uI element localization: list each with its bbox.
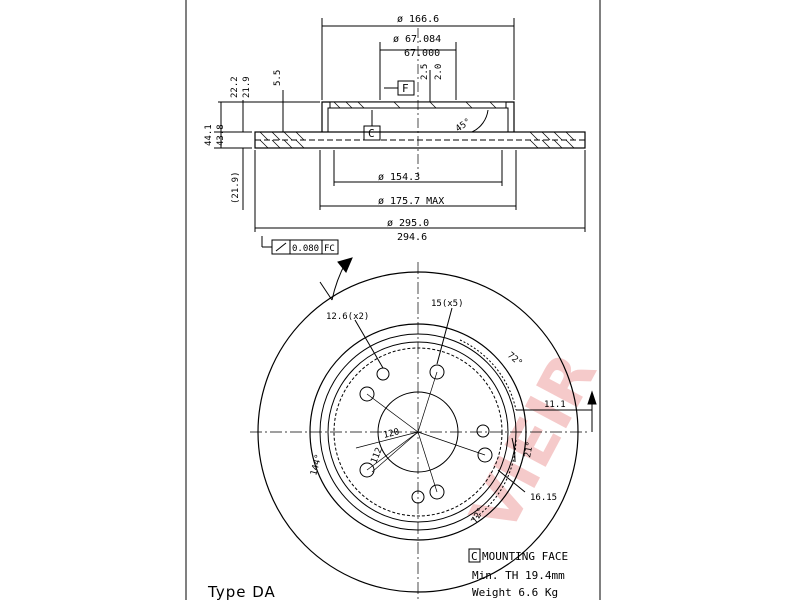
dim-t-43-8: 43.8 [216,124,226,146]
dim-h-21-9: 21.9 [242,76,252,98]
dim-pcd-120: 120 [382,427,400,441]
dim-11-1: 11.1 [544,400,566,410]
dim-angle-72-top: 72° [505,351,524,369]
dim-t-21-9: (21.9) [231,171,241,204]
side-view [214,18,586,255]
datum-f: F [402,82,409,95]
mounting-badge: C [471,550,478,563]
dim-d-154-3: ø 154.3 [378,172,420,183]
dim-144: 144° [309,453,324,477]
type-label: Type DA [207,583,276,600]
dim-d-295-0: ø 295.0 [387,218,429,229]
mounting-face: MOUNTING FACE [482,550,568,563]
weight: Weight 6.6 Kg [472,586,558,599]
dim-angle-21: 21° [523,441,536,459]
dim-outer-top: ø 166.6 [397,14,439,25]
tolerance-value: 0.080 [292,244,319,254]
dim-112: 112 [370,446,385,465]
tolerance-datum: FC [324,244,335,254]
dim-hub-bore-max: ø 67.084 [393,34,441,45]
dim-d-294-6: 294.6 [397,232,427,243]
dim-hole-15: 15(x5) [431,299,464,309]
dim-h-22-2: 22.2 [230,76,240,98]
front-view [250,257,597,600]
dim-h-2-0: 2.0 [434,64,444,80]
dim-h-2-5: 2.5 [420,64,430,80]
dim-t-44-1: 44.1 [204,124,214,146]
dim-hub-bore-min: 67.000 [404,48,440,59]
min-thickness: Min. TH 19.4mm [472,569,565,582]
dim-h-5-5: 5.5 [273,70,283,86]
datum-c: C [368,127,375,140]
dim-hole-12-6: 12.6(x2) [326,312,369,322]
dim-d-175-7: ø 175.7 MAX [378,196,444,207]
mounting-badge-box [468,548,481,563]
dim-16-15: 16.15 [530,493,557,503]
